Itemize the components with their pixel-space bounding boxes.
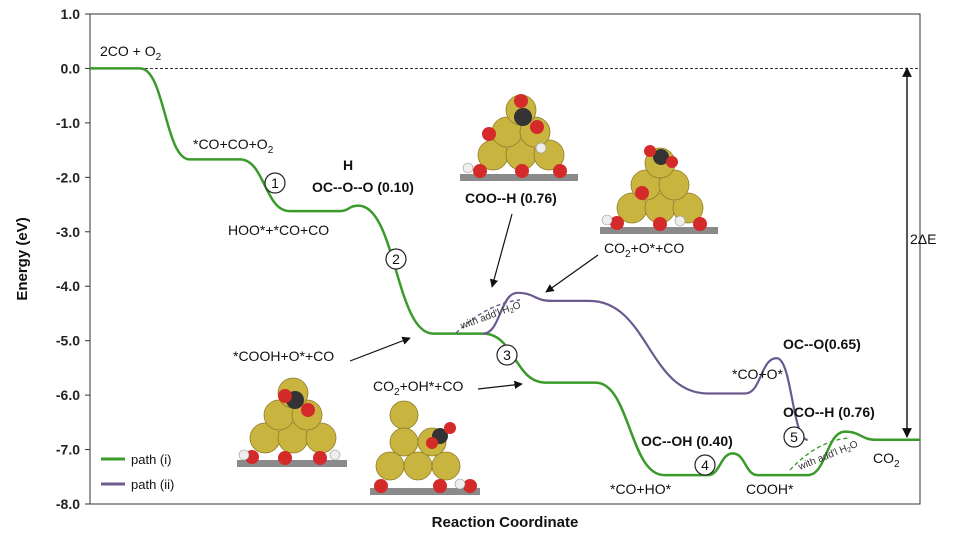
label-water-path-ii: with add'l H2O — [458, 300, 523, 333]
label-water-path-i: with add'l H2O — [796, 439, 860, 474]
svg-text:1: 1 — [271, 175, 279, 191]
legend-label-path-i: path (i) — [131, 452, 171, 467]
label-ts3: OC--O(0.65) — [783, 336, 861, 352]
step-marker-1: 1 — [264, 172, 286, 194]
label-s5: CO2+OH*+CO — [373, 378, 463, 398]
y-tick-label: -1.0 — [56, 115, 80, 131]
arrow-to-s5 — [477, 380, 523, 390]
label-s8: COOH* — [746, 481, 794, 497]
y-tick-label: -6.0 — [56, 387, 80, 403]
label-s7: *CO+HO* — [610, 481, 672, 497]
plot-frame — [89, 13, 921, 505]
svg-text:2: 2 — [392, 251, 400, 267]
y-tick-label: -5.0 — [56, 333, 80, 349]
molecule-cluster-coo-h — [460, 94, 578, 181]
x-axis-title: Reaction Coordinate — [432, 514, 579, 531]
svg-text:4: 4 — [701, 457, 709, 473]
arrow-to-s3 — [349, 336, 411, 362]
water-curve-path-i — [789, 437, 851, 471]
step-marker-2: 2 — [385, 248, 407, 270]
label-s2: HOO*+*CO+CO — [228, 222, 329, 238]
series-path-ii — [482, 291, 809, 441]
legend-label-path-ii: path (ii) — [131, 477, 174, 492]
y-tick-label: -8.0 — [56, 496, 80, 512]
arrow-to-ts2 — [489, 213, 513, 288]
y-tick-label: -2.0 — [56, 169, 80, 185]
range-arrow-label: 2ΔE — [910, 231, 936, 247]
label-s9: CO2 — [873, 450, 900, 470]
y-tick-label: -3.0 — [56, 224, 80, 240]
molecule-cluster-cooh — [237, 377, 347, 467]
svg-text:5: 5 — [790, 429, 798, 445]
y-axis: 1.0 0.0 -1.0 -2.0 -3.0 -4.0 -5.0 -6.0 -7.0 -8.0 — [56, 6, 90, 512]
y-tick-label: -7.0 — [56, 442, 80, 458]
label-s3: *COOH+O*+CO — [233, 348, 334, 364]
label-ts1: OC--O--O (0.10) — [312, 179, 414, 195]
step-marker-3: 3 — [496, 344, 518, 366]
label-s4: CO2+O*+CO — [604, 240, 684, 260]
legend: path (i) path (ii) — [101, 452, 174, 492]
y-axis-title: Energy (eV) — [14, 217, 31, 300]
label-s1: *CO+CO+O2 — [193, 136, 274, 156]
step-marker-5: 5 — [783, 426, 805, 448]
label-ts2: COO--H (0.76) — [465, 190, 557, 206]
svg-text:3: 3 — [503, 347, 511, 363]
label-start: 2CO + O2 — [100, 43, 162, 63]
label-s6: *CO+O* — [732, 366, 784, 382]
label-ts1-h: H — [343, 157, 353, 173]
y-tick-label: 1.0 — [61, 6, 81, 22]
label-ts5: OCO--H (0.76) — [783, 404, 875, 420]
step-marker-4: 4 — [694, 454, 716, 476]
series-path-i — [90, 67, 920, 477]
y-tick-label: -4.0 — [56, 278, 80, 294]
water-curve-path-ii — [455, 299, 521, 334]
y-tick-label: 0.0 — [61, 60, 81, 76]
molecule-cluster-co2-o — [600, 145, 718, 234]
arrow-to-s4 — [545, 254, 599, 293]
label-ts4: OC--OH (0.40) — [641, 433, 733, 449]
molecule-cluster-co2-oh — [370, 400, 480, 495]
